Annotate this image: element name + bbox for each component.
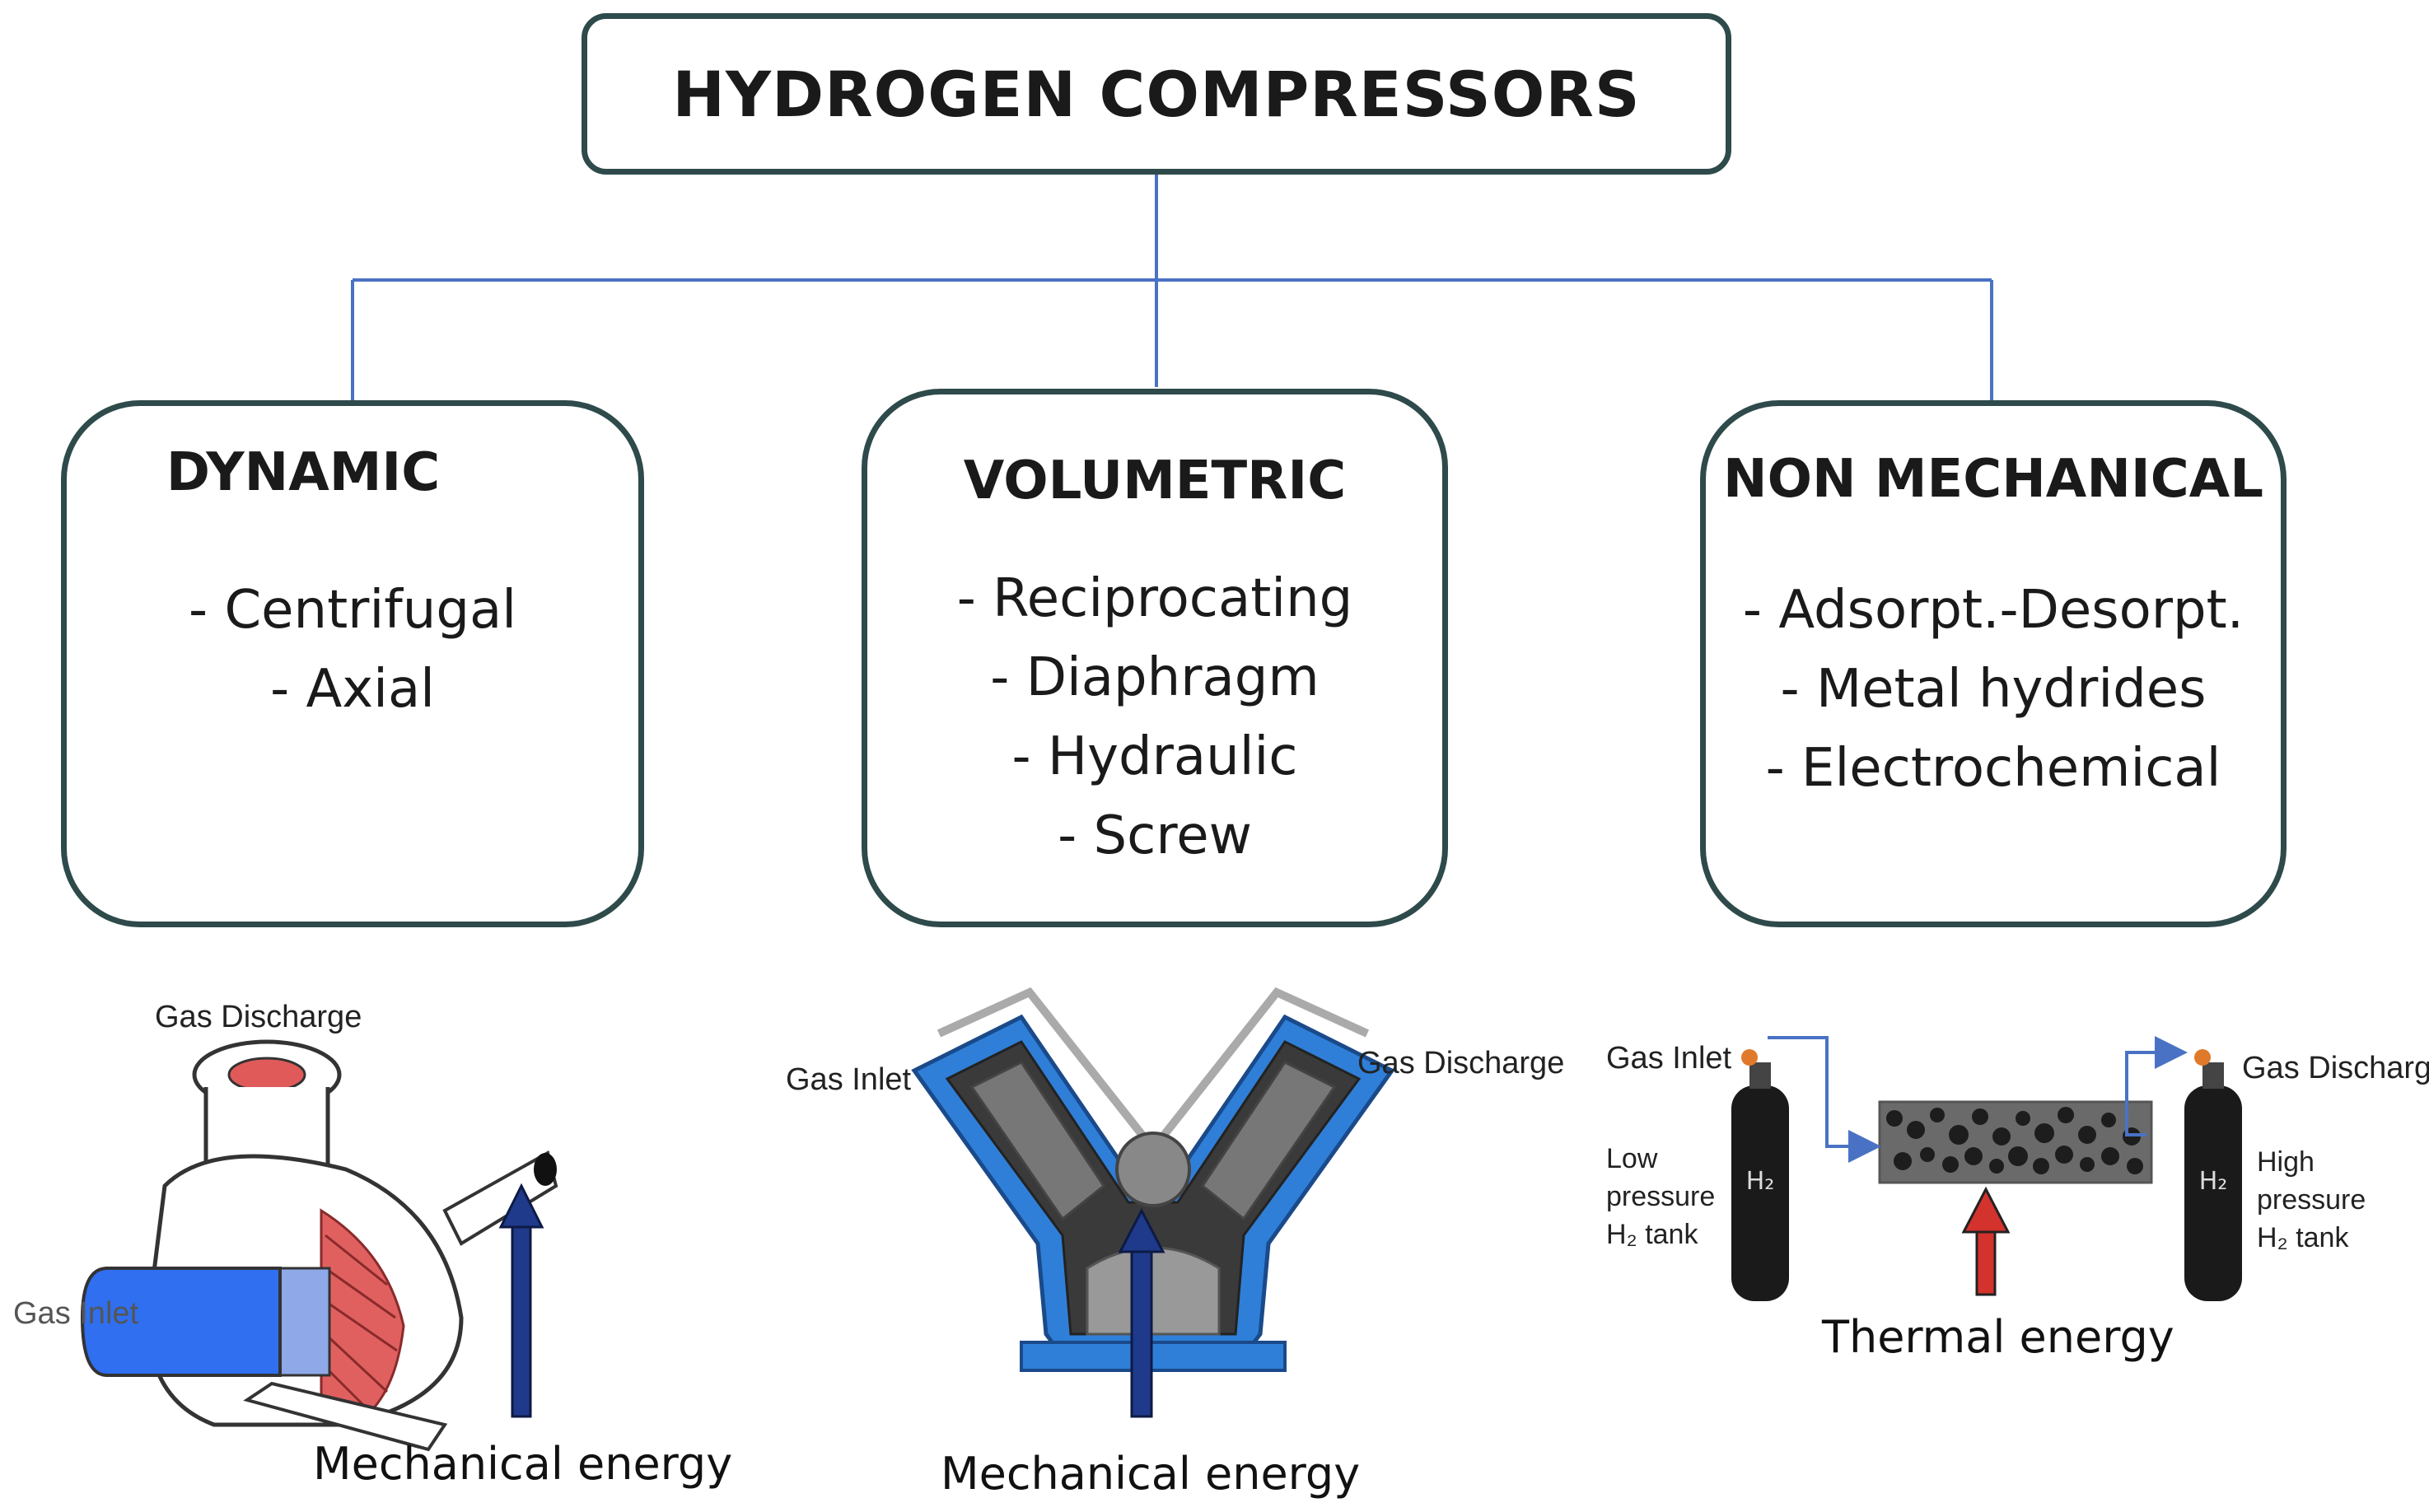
category-items-dynamic: - Centrifugal - Axial — [67, 571, 638, 729]
list-item: - Adsorpt.-Desorpt. — [1742, 580, 2244, 641]
connector-lines — [351, 175, 1993, 402]
volumetric-gas-inlet-label: Gas Inlet — [786, 1062, 912, 1097]
metal-hydride-bed — [1886, 1107, 2143, 1174]
category-title-dynamic: DYNAMIC — [166, 442, 441, 503]
list-item: - Metal hydrides — [1780, 659, 2207, 720]
low-tank-line-2: pressure — [1606, 1181, 1716, 1212]
list-item: - Diaphragm — [990, 647, 1320, 708]
title-box: HYDROGEN COMPRESSORS — [582, 13, 1731, 175]
volumetric-gas-discharge-label: Gas Discharge — [1357, 1046, 1565, 1080]
non-mechanical-gas-inlet-label: Gas Inlet — [1606, 1041, 1732, 1076]
list-item: - Screw — [1058, 805, 1252, 866]
diagram-title: HYDROGEN COMPRESSORS — [672, 57, 1641, 131]
centrifugal-compressor-illustration — [80, 1039, 558, 1452]
category-items-volumetric: - Reciprocating - Diaphragm - Hydraulic … — [867, 559, 1442, 875]
high-tank-line-1: High — [2257, 1146, 2315, 1178]
high-tank-line-3: H₂ tank — [2257, 1222, 2349, 1253]
low-tank-h2-label: H₂ — [1746, 1167, 1775, 1196]
category-box-dynamic: DYNAMIC - Centrifugal - Axial — [61, 400, 644, 927]
high-tank-h2-label: H₂ — [2199, 1167, 2228, 1196]
non-mechanical-compressor-illustration: H₂ H₂ — [1731, 1036, 2242, 1301]
dynamic-gas-inlet-label: Gas Inlet — [13, 1296, 139, 1331]
volumetric-energy-label: Mechanical energy — [941, 1448, 1361, 1500]
list-item: - Hydraulic — [1011, 726, 1298, 787]
category-box-volumetric: VOLUMETRIC - Reciprocating - Diaphragm -… — [862, 389, 1448, 927]
category-title-volumetric: VOLUMETRIC — [963, 450, 1347, 511]
dynamic-energy-label: Mechanical energy — [313, 1438, 733, 1490]
list-item: - Axial — [270, 659, 435, 720]
list-item: - Centrifugal — [189, 580, 516, 641]
high-pressure-tank-label: High pressure H₂ tank — [2257, 1143, 2366, 1257]
dynamic-gas-discharge-label: Gas Discharge — [155, 1000, 362, 1034]
low-pressure-tank-label: Low pressure H₂ tank — [1606, 1140, 1715, 1253]
low-tank-line-1: Low — [1606, 1143, 1658, 1174]
reciprocating-compressor-illustration — [911, 987, 1395, 1418]
category-items-non-mechanical: - Adsorpt.-Desorpt. - Metal hydrides - E… — [1706, 571, 2281, 808]
list-item: - Electrochemical — [1765, 738, 2221, 799]
category-title-non-mechanical: NON MECHANICAL — [1723, 449, 2263, 510]
low-tank-line-3: H₂ tank — [1606, 1219, 1698, 1250]
thermal-energy-label: Thermal energy — [1822, 1311, 2174, 1363]
non-mechanical-gas-discharge-label: Gas Discharge — [2242, 1051, 2429, 1085]
high-tank-line-2: pressure — [2257, 1184, 2366, 1216]
list-item: - Reciprocating — [956, 568, 1353, 629]
category-box-non-mechanical: NON MECHANICAL - Adsorpt.-Desorpt. - Met… — [1700, 400, 2287, 927]
